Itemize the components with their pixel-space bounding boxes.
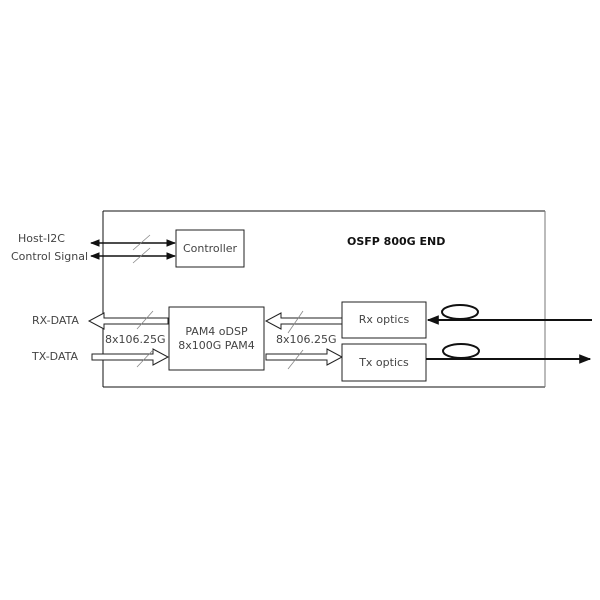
host-i2c-label: Host-I2C [18, 232, 65, 245]
controller-block [175, 229, 245, 268]
module-title: OSFP 800G END [347, 235, 446, 248]
tx-optics-block [341, 343, 427, 382]
controller-text: Controller [182, 241, 238, 255]
rx-optics-label: Rx optics [342, 302, 426, 338]
dsp-label: PAM4 oDSP 8x100G PAM4 [169, 307, 264, 370]
control-signal-label: Control Signal [11, 250, 89, 263]
optics-bus-rate-label: 8x106.25G [276, 333, 337, 346]
bus-slash [136, 310, 154, 330]
dsp-line2: 8x100G PAM4 [178, 338, 255, 352]
rx-optics-block [341, 301, 427, 339]
bus-slash [136, 349, 154, 368]
dsp-line1: PAM4 oDSP [185, 324, 248, 338]
dsp-block [168, 306, 265, 371]
host-bus-rate-label: 8x106.25G [105, 333, 166, 346]
controller-label: Controller [176, 230, 244, 267]
rx-fiber-coil-icon [441, 304, 479, 320]
rx-data-hollow-arrow [87, 312, 169, 330]
tx-optics-text: Tx optics [359, 355, 409, 369]
bus-slash [132, 247, 151, 264]
bus-slash [287, 310, 304, 334]
tx-data-hollow-arrow [91, 348, 170, 366]
rx-optics-to-dsp-hollow-arrow [264, 312, 343, 330]
rx-data-label: RX-DATA [32, 314, 79, 327]
tx-optics-label: Tx optics [342, 344, 426, 381]
tx-data-label: TX-DATA [32, 350, 79, 363]
dsp-to-tx-optics-hollow-arrow [265, 348, 344, 366]
bus-slash [132, 234, 151, 251]
tx-fiber-coil-icon [442, 343, 480, 359]
bus-slash [287, 349, 304, 370]
rx-optics-text: Rx optics [358, 313, 410, 326]
